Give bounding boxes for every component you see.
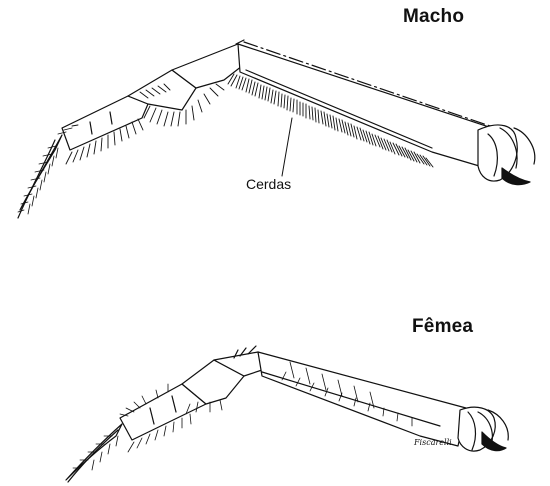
- male-propodus: [62, 96, 148, 150]
- female-appendage: [66, 346, 508, 482]
- artist-signature: Fiscarelli: [414, 438, 452, 447]
- female-label: Fêmea: [412, 316, 473, 338]
- setae-leader-line: [282, 118, 292, 176]
- male-label: Macho: [403, 6, 464, 28]
- female-ischium: [258, 352, 466, 446]
- setae-label: Cerdas: [246, 176, 291, 192]
- male-ischium: [238, 44, 498, 168]
